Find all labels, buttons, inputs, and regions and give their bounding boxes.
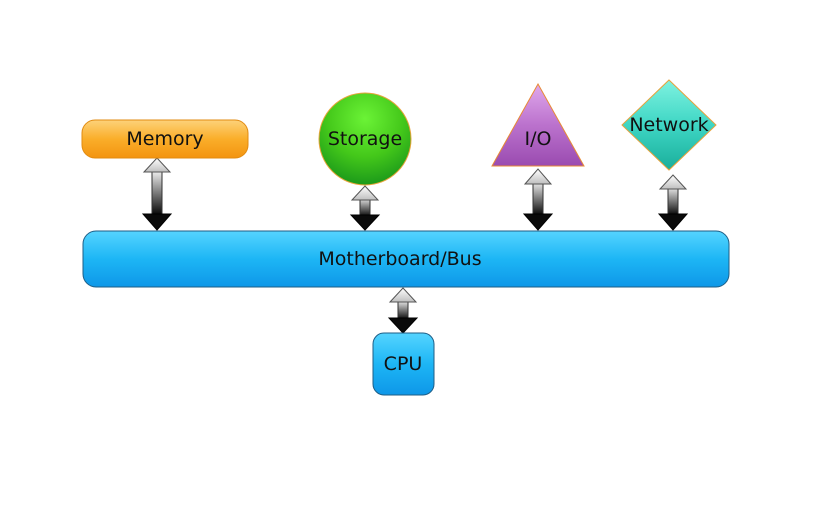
arrow-memory-bus xyxy=(141,157,173,231)
memory-node: Memory xyxy=(81,119,249,159)
arrow-network-bus xyxy=(657,174,689,231)
bus-label: Motherboard/Bus xyxy=(318,248,481,270)
cpu-node: CPU xyxy=(372,332,435,396)
network-label: Network xyxy=(629,114,708,136)
io-label: I/O xyxy=(525,128,552,150)
storage-node: Storage xyxy=(318,92,412,186)
network-node: Network xyxy=(621,79,717,171)
arrow-storage-bus xyxy=(349,185,381,231)
bus-node: Motherboard/Bus xyxy=(82,230,730,288)
memory-label: Memory xyxy=(126,128,203,150)
storage-label: Storage xyxy=(328,128,402,150)
arrow-io-bus xyxy=(522,168,554,231)
io-node: I/O xyxy=(491,82,585,167)
arrow-bus-cpu xyxy=(387,287,419,334)
cpu-label: CPU xyxy=(384,353,423,375)
